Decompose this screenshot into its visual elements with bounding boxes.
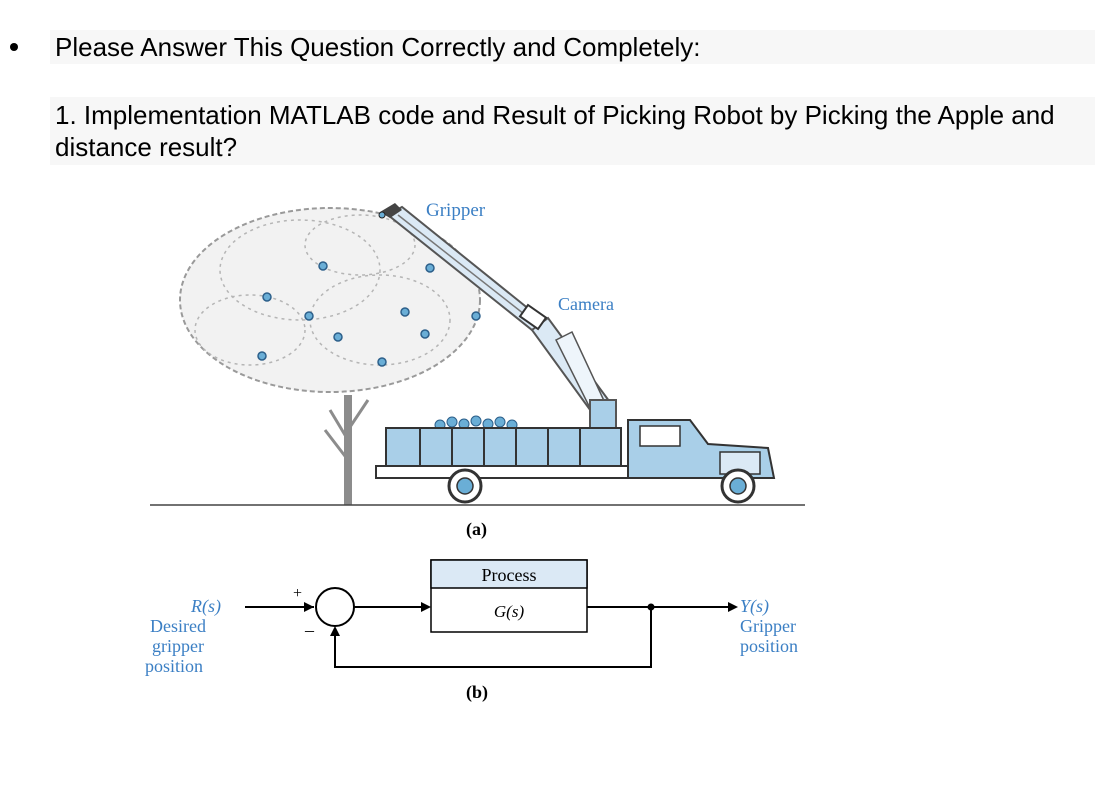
caption-b: (b) xyxy=(466,682,488,703)
gripper-icon xyxy=(378,203,402,219)
block-diagram xyxy=(245,559,738,668)
question-text-row: 1. Implementation MATLAB code and Result… xyxy=(50,97,1095,165)
camera-icon xyxy=(518,303,548,331)
output-symbol: Y(s) xyxy=(740,596,769,617)
summing-junction xyxy=(315,587,355,627)
robot-arm xyxy=(386,205,617,431)
gripper-label: Gripper xyxy=(426,200,486,221)
input-desc-1: Desired xyxy=(150,616,206,636)
bullet-icon xyxy=(10,43,18,51)
picking-robot-figure: Gripper Camera (a) + – Process G(s) R(s)… xyxy=(145,200,805,703)
input-symbol: R(s) xyxy=(190,596,221,617)
minus-sign: – xyxy=(304,620,315,640)
truck xyxy=(375,415,776,504)
output-desc-2: position xyxy=(740,636,798,656)
question-text: 1. Implementation MATLAB code and Result… xyxy=(55,100,1055,162)
camera-label: Camera xyxy=(558,294,614,314)
plus-sign: + xyxy=(293,585,302,602)
question-title-row: Please Answer This Question Correctly an… xyxy=(0,30,1095,64)
caption-a: (a) xyxy=(466,519,487,540)
title-highlight xyxy=(50,30,1095,64)
input-desc-2: gripper xyxy=(152,636,204,656)
output-desc-1: Gripper xyxy=(740,616,796,636)
apples xyxy=(257,261,481,367)
process-title: Process xyxy=(482,565,537,585)
question-title: Please Answer This Question Correctly an… xyxy=(55,32,701,62)
process-tf: G(s) xyxy=(494,602,525,621)
input-desc-3: position xyxy=(145,656,203,676)
